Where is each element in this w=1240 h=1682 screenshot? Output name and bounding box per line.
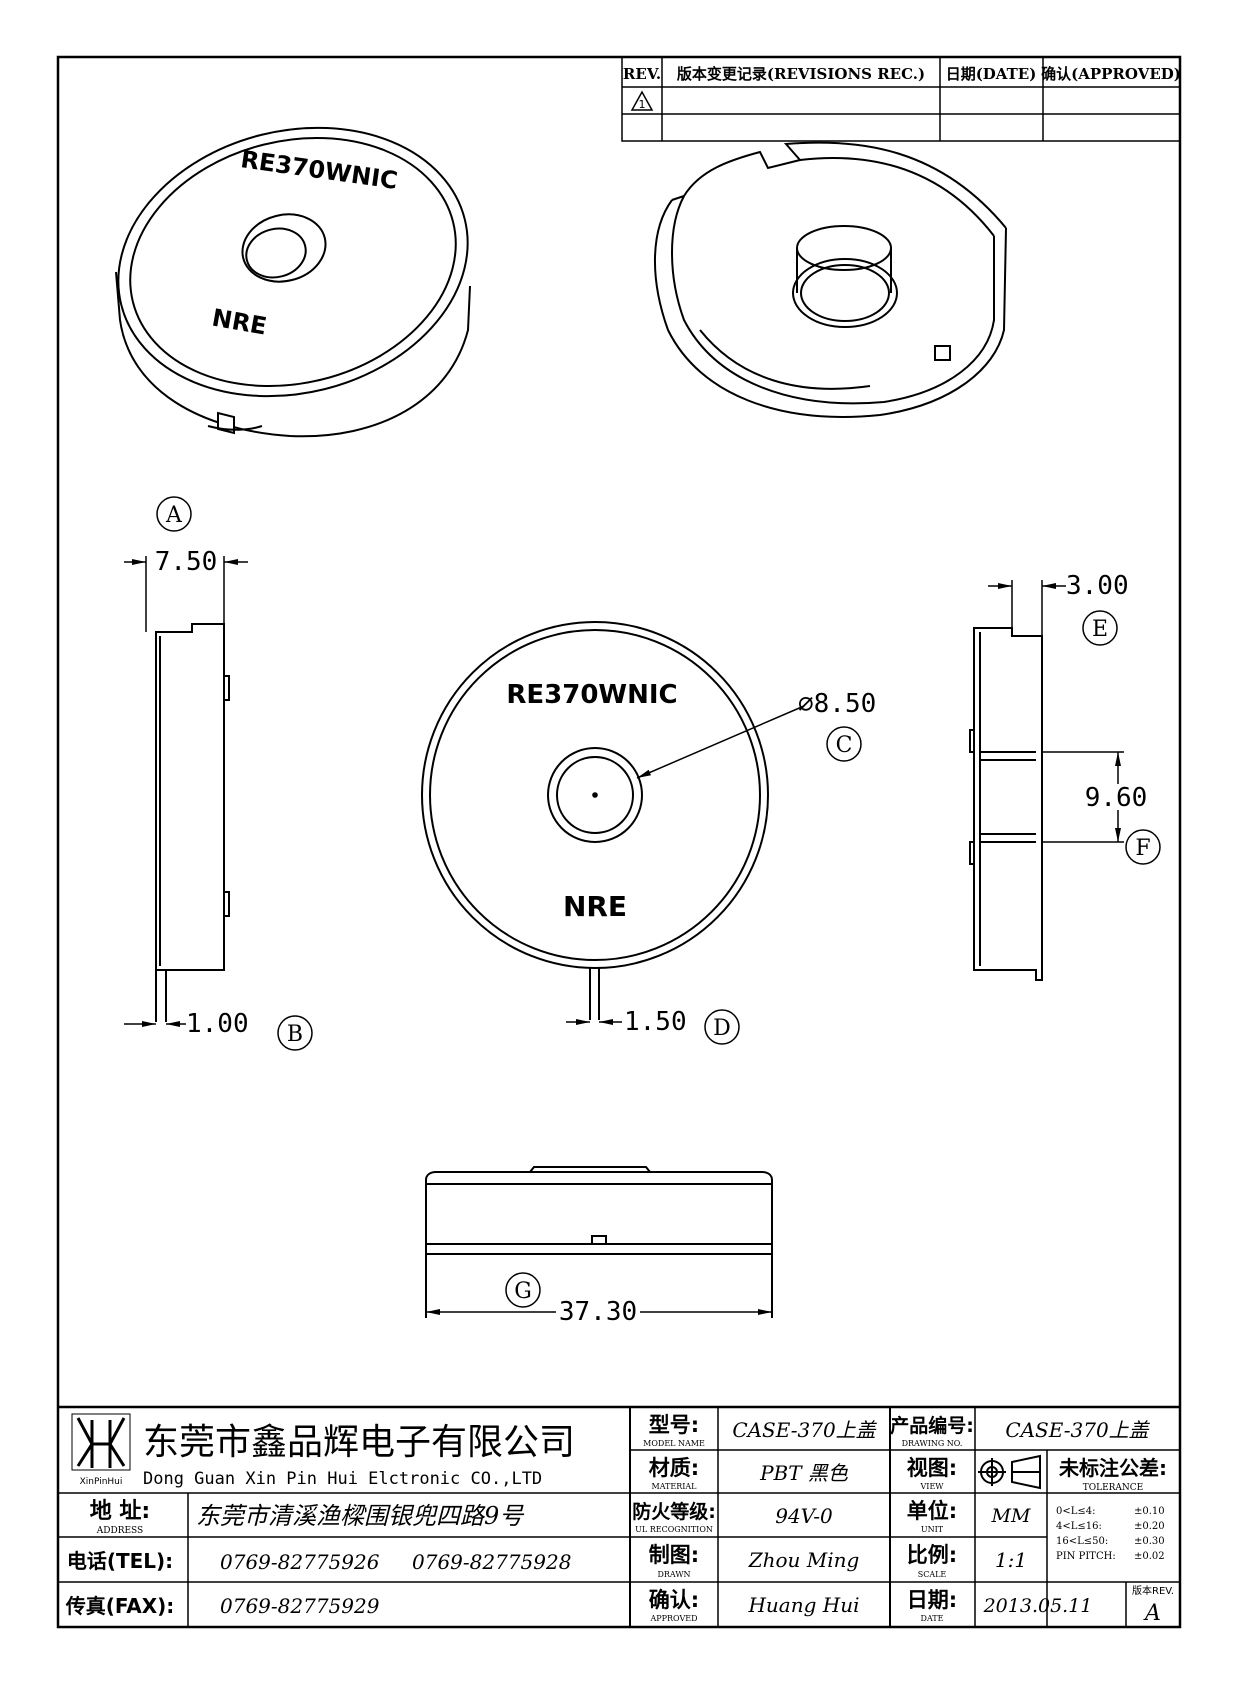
side-view-left [155,623,230,1022]
tolerance-value-4: ±0.02 [1134,1551,1165,1562]
approved-header: 确认(APPROVED) [1041,65,1181,83]
projection-symbol-icon [978,1454,1041,1490]
svg-text:C: C [836,733,853,758]
dim-a-lines [124,556,248,632]
approved-value: Huang Hui [747,1593,859,1617]
unit-value: MM [991,1505,1031,1527]
approved-label-en: APPROVED [649,1614,697,1623]
revision-table [621,56,1181,142]
fax-value: 0769-82775929 [220,1594,380,1618]
address-label-en: ADDRESS [96,1526,143,1536]
dim-b-callout: B [277,1015,313,1051]
front-view [425,1166,773,1318]
iso-brand-marking: NRE [210,304,269,341]
company-name-cn: 东莞市鑫品辉电子有限公司 [143,1422,575,1463]
version-label: 版本REV. [1132,1584,1174,1597]
iso-bottom-view [654,141,1007,418]
view-label-en: VIEW [920,1482,945,1491]
title-block-grid [58,1405,1180,1627]
tolerance-label: 未标注公差: [1059,1456,1167,1480]
dim-c-callout: C [826,726,862,762]
unit-label: 单位: [907,1499,957,1523]
model-label-en: MODEL NAME [643,1439,705,1448]
ul-label-en: UL RECOGNITION [635,1525,713,1534]
material-label-en: MATERIAL [652,1482,698,1491]
material-value: PBT 黑色 [759,1461,849,1485]
revision-triangle-icon: 1 [630,90,654,111]
drawn-label-en: DRAWN [657,1570,690,1579]
scale-label: 比例: [907,1543,957,1567]
dim-e-callout: E [1082,610,1118,646]
tel-value-1: 0769-82775926 [220,1550,380,1574]
address-label: 地 址: [90,1499,150,1524]
dim-f-callout: F [1125,829,1161,865]
company-logo: XinPinHui [71,1413,131,1487]
dim-g-callout: G [505,1272,541,1308]
svg-text:F: F [1135,836,1150,861]
dim-f-value: 9.60 [1085,783,1148,813]
svg-text:1: 1 [639,98,646,111]
view-label: 视图: [907,1456,957,1480]
dim-d-value: 1.50 [624,1007,687,1037]
drawn-label: 制图: [649,1543,699,1567]
tolerance-range-4: PIN PITCH: [1056,1551,1116,1562]
dim-b-value: 1.00 [186,1009,249,1039]
iso-model-marking: RE370WNIC [239,145,399,195]
ul-label: 防火等级: [632,1500,716,1523]
fax-label: 传真(FAX): [65,1594,175,1618]
tolerance-range-2: 4<L≤16: [1056,1521,1102,1532]
dim-c-value: ⌀8.50 [798,689,876,719]
dim-a-callout: A [156,496,192,532]
material-label: 材质: [649,1456,699,1480]
top-view [421,621,769,1020]
tel-value-2: 0769-82775928 [412,1550,571,1574]
dim-g-value: 37.30 [559,1297,637,1327]
dim-f-lines [1042,751,1124,843]
date-label-en: DATE [921,1614,944,1623]
svg-text:E: E [1092,617,1108,642]
dim-c-leader [636,705,805,779]
drawing-border [56,55,1182,1629]
dim-e-value: 3.00 [1066,571,1129,601]
drawn-value: Zhou Ming [748,1548,860,1572]
drawing-no-label-en: DRAWING NO. [902,1439,963,1448]
drawing-no-label: 产品编号: [890,1414,974,1437]
top-model-marking: RE370WNIC [506,680,677,710]
top-brand-marking: NRE [563,890,627,923]
date-header: 日期(DATE) [946,65,1037,83]
tel-label: 电话(TEL): [67,1549,173,1573]
date-label: 日期: [907,1588,957,1612]
scale-label-en: SCALE [918,1570,947,1579]
model-value: CASE-370上盖 [732,1418,877,1442]
svg-text:A: A [165,503,183,528]
dim-a-value: 7.50 [155,547,218,577]
dim-d-callout: D [704,1009,740,1045]
tolerance-value-2: ±0.20 [1134,1521,1165,1532]
svg-text:XinPinHui: XinPinHui [80,1477,123,1487]
model-label: 型号: [649,1413,699,1437]
tolerance-value-3: ±0.30 [1134,1536,1165,1547]
tolerance-label-en: TOLERANCE [1083,1483,1144,1493]
address-value: 东莞市清溪渔樑围银兜四路9号 [196,1502,525,1530]
iso-top-view [115,126,471,438]
tolerance-range-3: 16<L≤50: [1056,1536,1108,1547]
svg-text:B: B [287,1022,303,1047]
svg-text:G: G [514,1279,532,1304]
company-name-en: Dong Guan Xin Pin Hui Elctronic CO.,LTD [143,1469,542,1489]
version-value: A [1143,1601,1161,1626]
revisions-header: 版本变更记录(REVISIONS REC.) [677,65,925,83]
tolerance-value-1: ±0.10 [1134,1506,1165,1517]
approved-label: 确认: [649,1588,699,1612]
side-view-right [969,627,1043,981]
drawing-no-value: CASE-370上盖 [1005,1418,1150,1442]
ul-value: 94V-0 [775,1504,833,1528]
rev-header: REV. [623,65,661,83]
dim-e-lines [988,580,1066,636]
date-value: 2013.05.11 [983,1595,1093,1617]
svg-text:D: D [713,1016,731,1041]
scale-value: 1:1 [995,1548,1027,1572]
tolerance-range-1: 0<L≤4: [1056,1506,1096,1517]
unit-label-en: UNIT [921,1525,944,1534]
